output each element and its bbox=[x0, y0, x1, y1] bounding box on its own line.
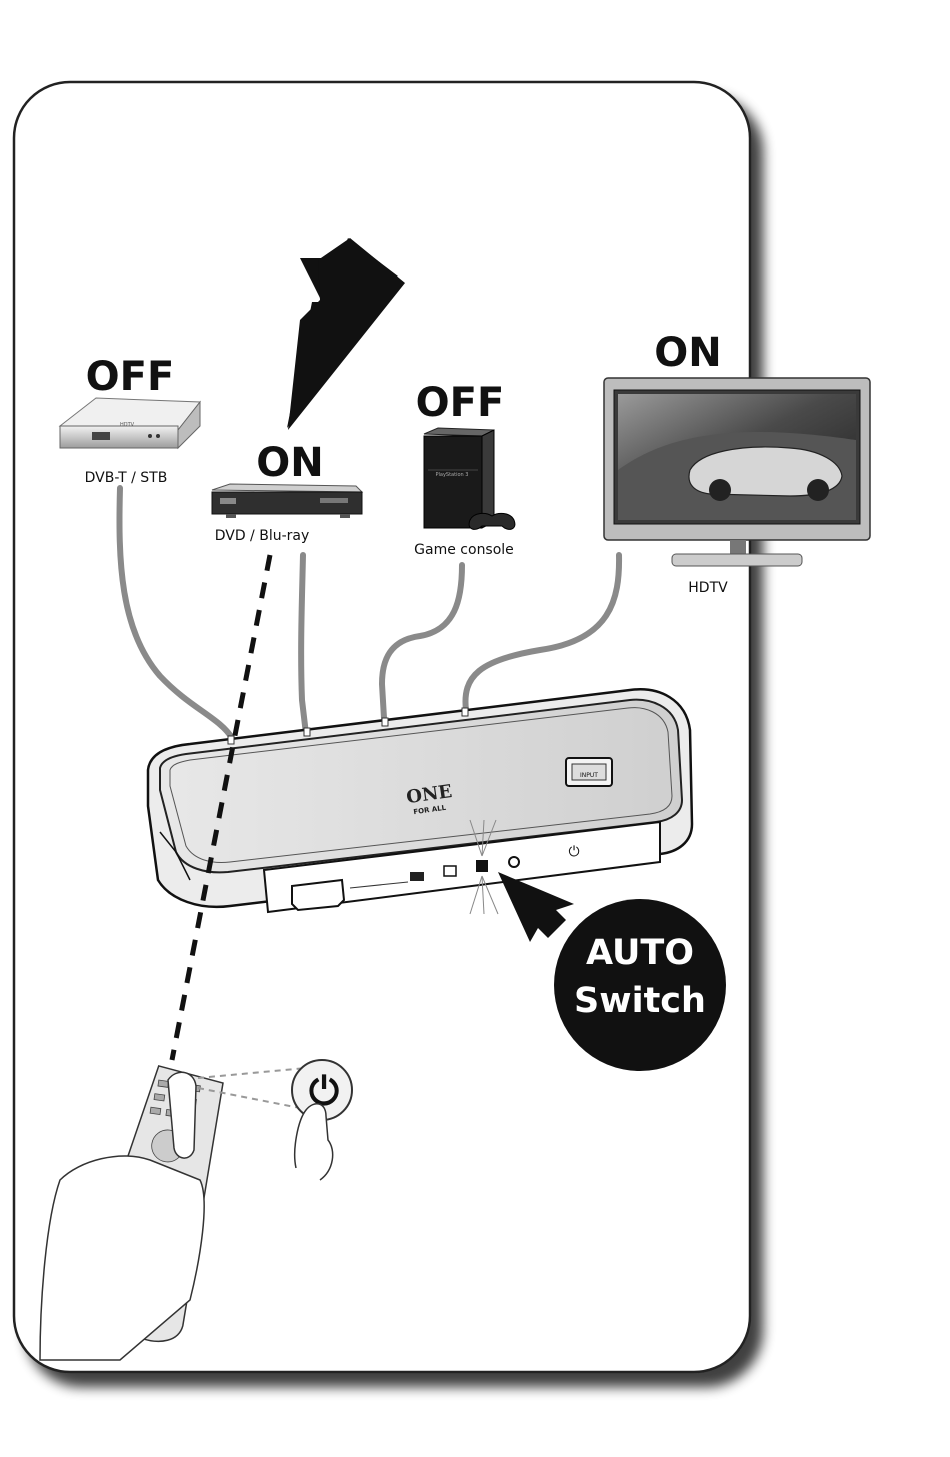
hdtv-device bbox=[604, 378, 870, 566]
hdtv-label: HDTV bbox=[688, 580, 728, 596]
stb-indicator-icon bbox=[410, 872, 424, 881]
dvd-indicator-icon bbox=[444, 866, 456, 876]
input-button[interactable]: INPUT bbox=[566, 758, 612, 786]
dvb-stb-badge: HDTV bbox=[120, 422, 135, 428]
console-indicator-icon bbox=[509, 857, 519, 867]
dvb-stb-label: DVB-T / STB bbox=[85, 470, 168, 486]
dvd-bluray-device bbox=[212, 484, 362, 518]
active-input-indicator-icon bbox=[476, 860, 488, 872]
dvd-bluray-state: ON bbox=[256, 440, 323, 486]
auto-switch-line2: Switch bbox=[574, 981, 706, 1021]
game-console-label: Game console bbox=[414, 542, 514, 558]
dvd-bluray-label: DVD / Blu-ray bbox=[215, 528, 310, 544]
auto-switch-line1: AUTO bbox=[586, 933, 694, 973]
auto-switch-callout: AUTO Switch bbox=[554, 899, 726, 1071]
game-console-brand: PlayStation 3 bbox=[436, 472, 469, 478]
hdtv-state: ON bbox=[654, 330, 721, 376]
power-indicator-icon: ⏻ bbox=[568, 844, 579, 860]
hdmi-port-icon bbox=[292, 880, 344, 910]
dvb-stb-state: OFF bbox=[86, 354, 175, 400]
input-button-label: INPUT bbox=[580, 772, 598, 779]
game-console-state: OFF bbox=[416, 380, 505, 426]
